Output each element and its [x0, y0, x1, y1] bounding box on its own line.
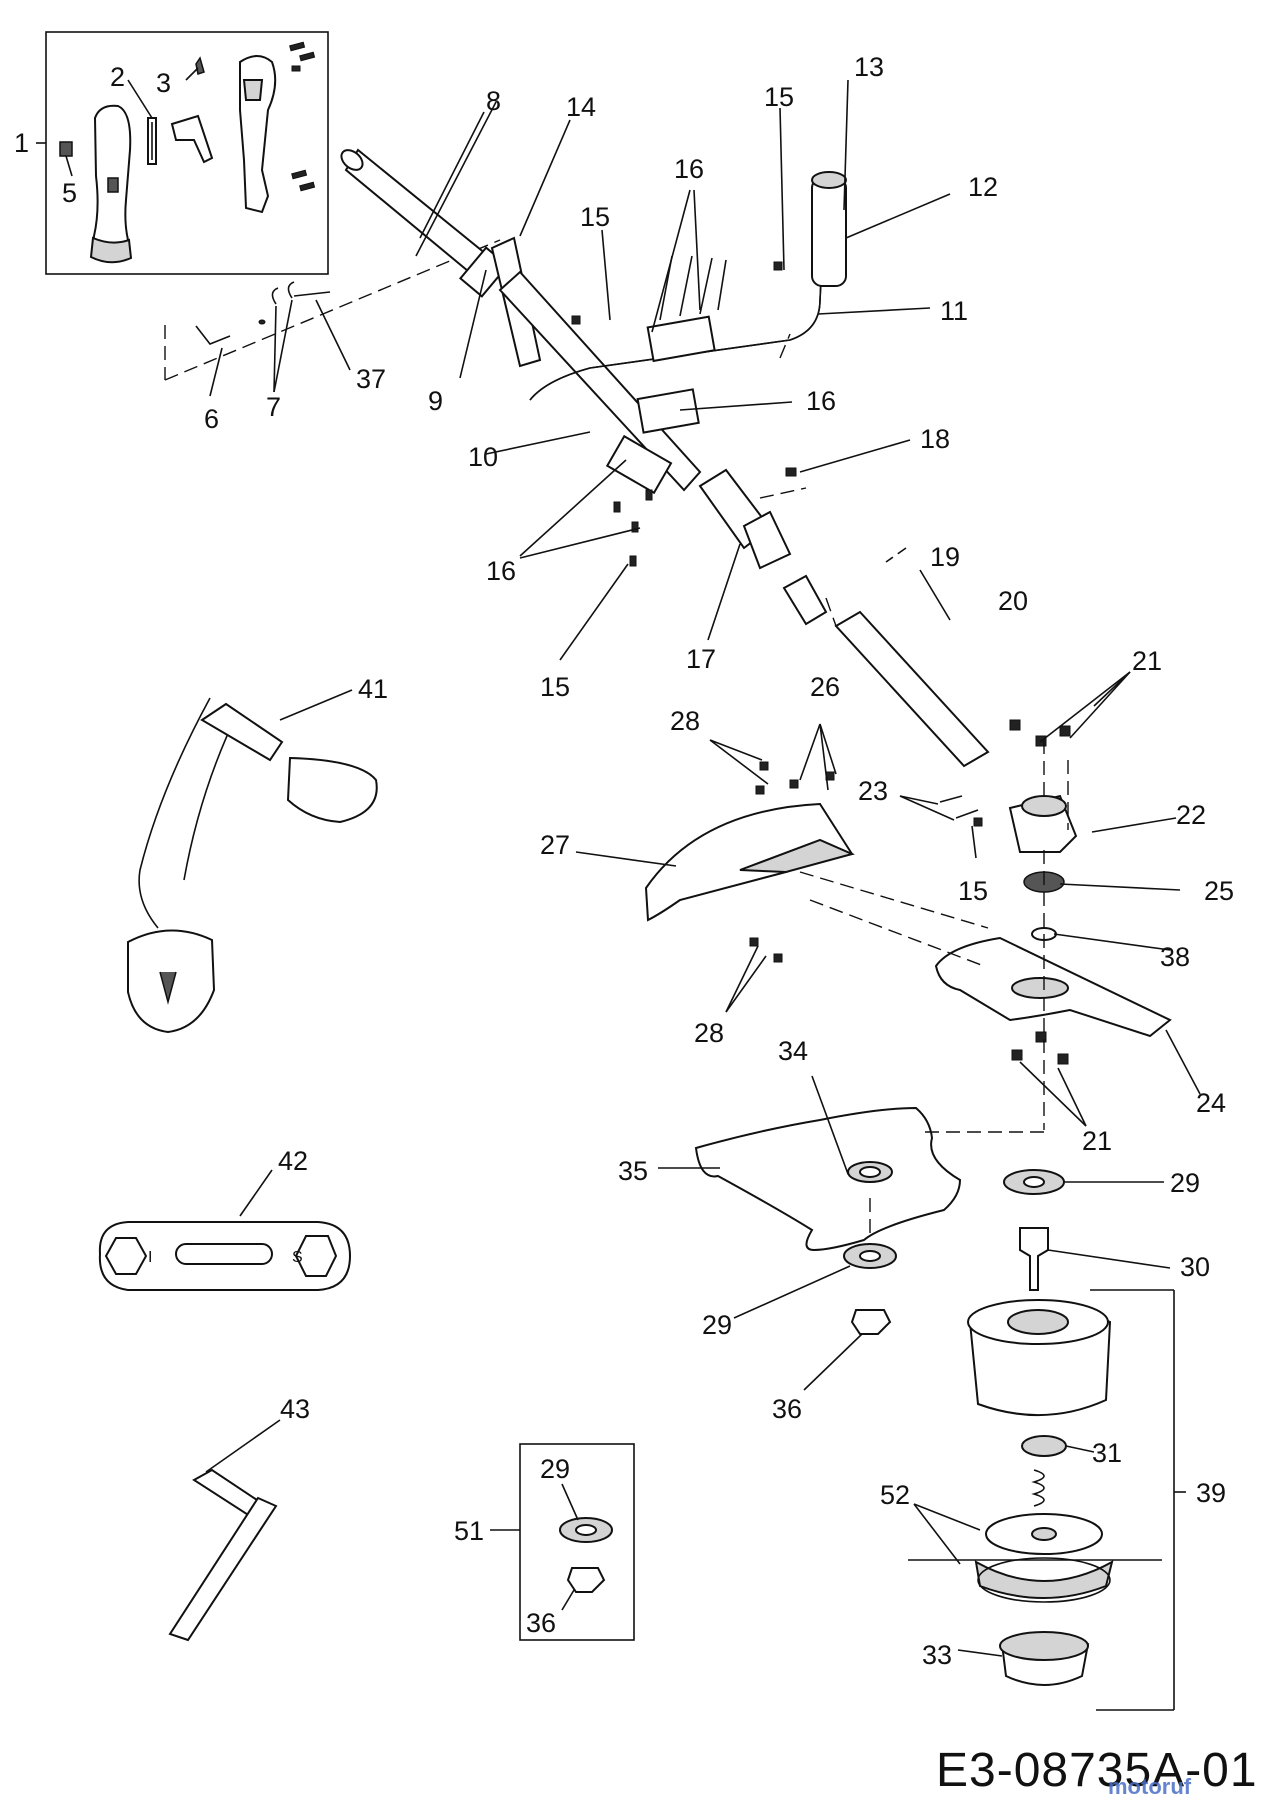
label-14: 14: [566, 92, 596, 122]
label-6: 6: [204, 404, 219, 434]
label-21: 21: [1132, 646, 1162, 676]
label-18: 18: [920, 424, 950, 454]
label-24: 24: [1196, 1088, 1226, 1118]
choke-rod-group: [164, 239, 501, 397]
label-41: 41: [358, 674, 388, 704]
label-19: 19: [930, 542, 960, 572]
svg-text:I: I: [148, 1249, 152, 1266]
label-28: 28: [694, 1018, 724, 1048]
label-5: 5: [62, 178, 77, 208]
cutting-guard-group: [575, 723, 1201, 1095]
label-34: 34: [778, 1036, 808, 1066]
label-29: 29: [1170, 1168, 1200, 1198]
label-11: 11: [940, 296, 968, 326]
label-8: 8: [486, 86, 501, 116]
label-12: 12: [968, 172, 998, 202]
label-29: 29: [540, 1454, 570, 1484]
blade-group: [658, 1075, 1044, 1391]
label-3: 3: [156, 68, 171, 98]
handle-assembly-inset: [36, 31, 329, 275]
shoulder-harness: [127, 689, 378, 1034]
label-2: 2: [110, 62, 125, 92]
label-38: 38: [1160, 942, 1190, 972]
callout-labels: 1 2 3 5 6 7 37 8 9 14 15 15 15 15 16 16 …: [14, 52, 1234, 1670]
label-16: 16: [486, 556, 516, 586]
label-33: 33: [922, 1640, 952, 1670]
label-10: 10: [468, 442, 498, 472]
label-36: 36: [772, 1394, 802, 1424]
label-26: 26: [810, 672, 840, 702]
label-36: 36: [526, 1608, 556, 1638]
label-15: 15: [764, 82, 794, 112]
label-21: 21: [1082, 1126, 1112, 1156]
label-37: 37: [356, 364, 386, 394]
label-16: 16: [674, 154, 704, 184]
label-16: 16: [806, 386, 836, 416]
label-20: 20: [998, 586, 1028, 616]
label-9: 9: [428, 386, 443, 416]
label-28: 28: [670, 706, 700, 736]
label-13: 13: [854, 52, 884, 82]
svg-text:S: S: [292, 1249, 303, 1266]
label-22: 22: [1176, 800, 1206, 830]
kit-box-51: [490, 1443, 635, 1641]
label-23: 23: [858, 776, 888, 806]
label-52: 52: [880, 1480, 910, 1510]
hex-key-tool: [168, 1419, 281, 1642]
label-15: 15: [540, 672, 570, 702]
label-17: 17: [686, 644, 716, 674]
label-1: 1: [14, 128, 29, 158]
label-15: 15: [958, 876, 988, 906]
shaft-and-handlebar: [340, 79, 990, 768]
wrench-tool: I S: [98, 1169, 352, 1291]
label-39: 39: [1196, 1478, 1226, 1508]
label-31: 31: [1092, 1438, 1122, 1468]
label-30: 30: [1180, 1252, 1210, 1282]
label-43: 43: [280, 1394, 310, 1424]
label-27: 27: [540, 830, 570, 860]
label-51: 51: [454, 1516, 484, 1546]
gearhead-group: [899, 671, 1181, 1130]
label-35: 35: [618, 1156, 648, 1186]
label-15: 15: [580, 202, 610, 232]
label-25: 25: [1204, 876, 1234, 906]
label-42: 42: [278, 1146, 308, 1176]
trimmer-head-group: [908, 1169, 1186, 1711]
label-7: 7: [266, 392, 281, 422]
watermark: motoruf: [1108, 1774, 1192, 1799]
drawing-number: E3-08735A-01: [936, 1744, 1258, 1797]
label-29: 29: [702, 1310, 732, 1340]
